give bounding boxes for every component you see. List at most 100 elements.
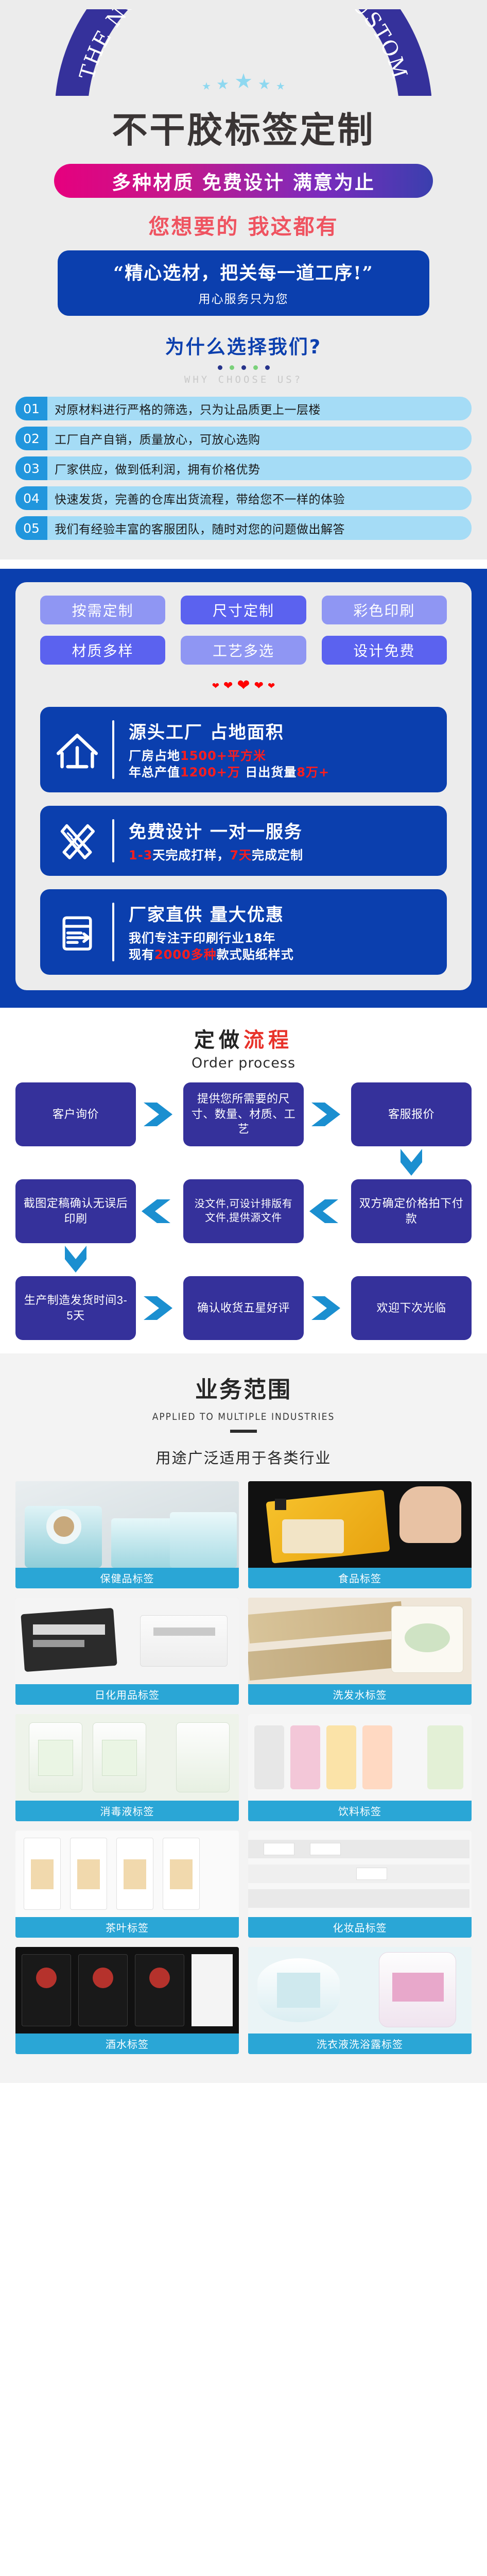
reason-number: 03 [15, 456, 47, 480]
feature-sub-post2: 完成定制 [252, 848, 304, 863]
feature-sub-highlight: 2000多种 [154, 947, 217, 962]
business-scope-section: 业务范围 APPLIED TO MULTIPLE INDUSTRIES 用途广泛… [0, 1353, 487, 2083]
why-choose-us-subtitle: WHY CHOOSE US? [184, 374, 303, 385]
hero-section: THE NON-DRYING LABEL CUSTOM ★ ★ ★ ★ ★ 不干… [0, 0, 487, 560]
chevron-right-icon [305, 1082, 350, 1146]
flow-step: 客户询价 [15, 1082, 136, 1146]
gallery-caption: 洗衣液洗浴露标签 [248, 2033, 472, 2054]
heart-icon: ❤ [212, 681, 219, 691]
scope-title-en: APPLIED TO MULTIPLE INDUSTRIES [152, 1411, 335, 1422]
reason-text: 厂家供应，做到低利润，拥有价格优势 [55, 463, 260, 476]
reason-text: 我们有经验丰富的客服团队，随时对您的问题做出解答 [55, 522, 345, 536]
star-icon: ★ [216, 76, 230, 92]
feature-sub-highlight: 1-3 [129, 848, 153, 863]
reason-text: 工厂自产自销，质量放心，可放心选购 [55, 433, 260, 446]
gallery-caption: 酒水标签 [15, 2033, 239, 2054]
capability-tag-grid: 按需定制 尺寸定制 彩色印刷 材质多样 工艺多选 设计免费 [40, 596, 447, 665]
gallery-item[interactable]: 保健品标签 [15, 1481, 239, 1588]
gallery-item[interactable]: 食品标签 [248, 1481, 472, 1588]
gallery-item[interactable]: 消毒液标签 [15, 1714, 239, 1821]
arc-text: THE NON-DRYING LABEL CUSTOM [75, 9, 411, 82]
factory-house-icon [54, 726, 101, 773]
product-photo-shampoo [248, 1597, 472, 1684]
feature-sub-pre: 厂房占地 [129, 749, 180, 763]
process-title-en: Order process [191, 1055, 296, 1071]
product-photo-tea [15, 1830, 239, 1917]
quote-sub-text: 用心服务只为您 [198, 292, 289, 306]
feature-body: 厂家直供 量大优惠 我们专注于印刷行业18年 现有2000多种款式贴纸样式 [129, 901, 433, 963]
list-item: 03 厂家供应，做到低利润，拥有价格优势 [15, 456, 472, 480]
scope-title: 业务范围 [195, 1376, 292, 1403]
star-icon: ★ [202, 81, 211, 92]
reason-number: 04 [15, 486, 47, 510]
gallery-caption: 日化用品标签 [15, 1684, 239, 1705]
hero-quote-box: “精心选材，把关每一道工序!” 用心服务只为您 [58, 250, 429, 316]
capability-tag: 尺寸定制 [181, 596, 306, 624]
feature-heading: 厂家直供 量大优惠 [129, 904, 284, 925]
gallery-item[interactable]: 酒水标签 [15, 1946, 239, 2054]
feature-heading: 源头工厂 占地面积 [129, 722, 284, 743]
feature-heading: 免费设计 一对一服务 [129, 822, 303, 843]
gallery-item[interactable]: 茶叶标签 [15, 1830, 239, 1938]
product-photo-laundry [248, 1946, 472, 2033]
product-photo-health [15, 1481, 239, 1568]
chevron-right-icon [305, 1276, 350, 1340]
capability-tag: 工艺多选 [181, 636, 306, 665]
product-photo-daily-chem [15, 1597, 239, 1684]
reason-number: 01 [15, 397, 47, 420]
arc-ribbon: THE NON-DRYING LABEL CUSTOM [0, 9, 487, 96]
star-rating: ★ ★ ★ ★ ★ [0, 69, 487, 92]
svg-text:THE NON-DRYING LABEL CUSTOM: THE NON-DRYING LABEL CUSTOM [75, 9, 412, 82]
gallery-caption: 洗发水标签 [248, 1684, 472, 1705]
heart-icon: ❤ [254, 679, 264, 692]
feature-sub-highlight: 1200+万 [180, 765, 240, 780]
chevron-down-icon [15, 1243, 136, 1276]
feature-body: 免费设计 一对一服务 1-3天完成打样，7天完成定制 [129, 818, 433, 863]
chevron-right-icon [137, 1276, 182, 1340]
gallery-item[interactable]: 日化用品标签 [15, 1597, 239, 1705]
divider [112, 902, 114, 961]
dot-icon [241, 365, 246, 370]
hero-red-tagline: 您想要的 我这都有 [148, 214, 339, 239]
flow-down-row-left [15, 1243, 472, 1276]
feature-sub-line: 我们专注于印刷行业18年 [129, 930, 276, 945]
gallery-caption: 茶叶标签 [15, 1917, 239, 1938]
capability-tag: 彩色印刷 [321, 596, 447, 624]
gallery-caption: 食品标签 [248, 1567, 472, 1588]
feature-subtext: 1-3天完成打样，7天完成定制 [129, 847, 433, 863]
gallery-item[interactable]: 饮料标签 [248, 1714, 472, 1821]
heart-icon: ❤ [223, 679, 233, 692]
divider [112, 819, 114, 862]
gallery-caption: 饮料标签 [248, 1800, 472, 1821]
gallery-item[interactable]: 洗衣液洗浴露标签 [248, 1946, 472, 2054]
features-section: 按需定制 尺寸定制 彩色印刷 材质多样 工艺多选 设计免费 ❤ ❤ ❤ ❤ ❤ [0, 569, 487, 1008]
gallery-item[interactable]: 洗发水标签 [248, 1597, 472, 1705]
dot-icon [253, 365, 258, 370]
quote-main-text: “精心选材，把关每一道工序!” [113, 263, 374, 284]
feature-sub-pre: 年总产值 [129, 765, 180, 780]
feature-card-supply: 厂家直供 量大优惠 我们专注于印刷行业18年 现有2000多种款式贴纸样式 [40, 889, 447, 975]
process-title-red: 流程 [243, 1028, 293, 1052]
product-photo-food [248, 1481, 472, 1568]
gallery-caption: 消毒液标签 [15, 1800, 239, 1821]
process-flowchart: 客户询价 提供您所需要的尺寸、数量、材质、工艺 客服报价 截图定稿确认无误后印刷 [15, 1082, 472, 1340]
reason-number: 05 [15, 516, 47, 540]
chevron-left-icon [305, 1179, 350, 1243]
flow-step: 没文件,可设计排版有文件,提供源文件 [183, 1179, 304, 1243]
product-detail-page: THE NON-DRYING LABEL CUSTOM ★ ★ ★ ★ ★ 不干… [0, 0, 487, 2083]
divider [112, 720, 114, 779]
flow-step: 提供您所需要的尺寸、数量、材质、工艺 [183, 1082, 304, 1146]
capability-tag: 材质多样 [40, 636, 166, 665]
chevron-right-icon [137, 1082, 182, 1146]
flow-step: 生产制造发货时间3-5天 [15, 1276, 136, 1340]
feature-sub-post: 天完成打样， [152, 848, 230, 863]
flow-down-row-right [15, 1146, 472, 1179]
star-icon: ★ [276, 81, 285, 92]
reason-number: 02 [15, 427, 47, 450]
list-item: 02 工厂自产自销，质量放心，可放心选购 [15, 427, 472, 450]
star-icon: ★ [257, 76, 271, 92]
product-photo-beverage [248, 1714, 472, 1801]
gallery-item[interactable]: 化妆品标签 [248, 1830, 472, 1938]
heart-divider: ❤ ❤ ❤ ❤ ❤ [15, 678, 472, 693]
feature-subtext: 厂房占地1500+平方米 年总产值1200+万 日出货量8万+ [129, 748, 433, 781]
